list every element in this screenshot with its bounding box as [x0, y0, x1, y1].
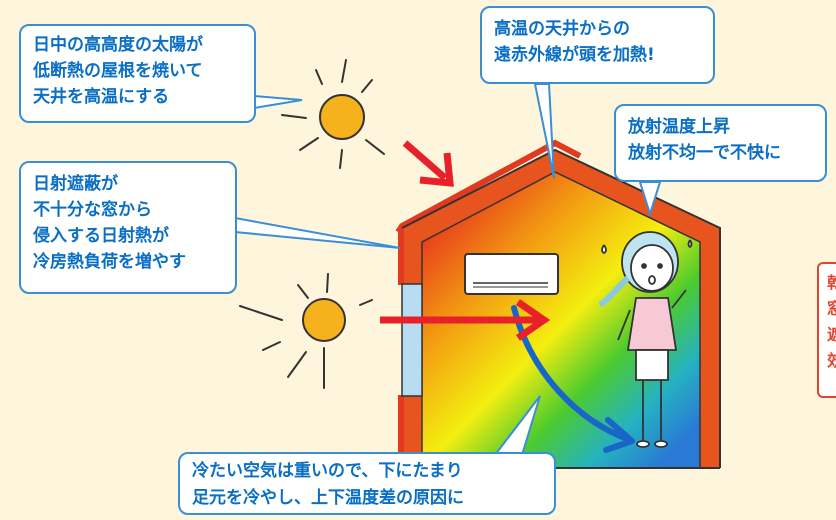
heat-arrow-icon — [380, 299, 551, 341]
callout-line: 冷房熱負荷を増やす — [33, 252, 186, 272]
sun-icon — [239, 273, 373, 389]
callout-line: 冷たい空気は重いので、下にたまり — [192, 461, 463, 481]
callout-line: 放射温度上昇 — [628, 117, 730, 137]
callout-cold-air: 冷たい空気は重いので、下にたまり 足元を冷やし、上下温度差の原因に — [178, 452, 556, 515]
callout-line: 日射遮蔽が — [33, 174, 118, 194]
callout-line: 放射不均一で不快に — [628, 143, 781, 163]
wall-trim-bottom — [398, 395, 404, 455]
callout-line: 不十分な窓から — [33, 200, 152, 220]
callout-line: 日中の高高度の太陽が — [33, 35, 203, 55]
wall-trim-top — [398, 230, 404, 285]
roof-line — [395, 139, 582, 234]
callout-ceiling: 高温の天井からの 遠赤外線が頭を加熱! — [480, 6, 715, 84]
roof-outline — [401, 148, 721, 468]
callout-line: 足元を冷やし、上下温度差の原因に — [192, 488, 464, 508]
side-note-char: 効 — [827, 351, 836, 370]
window — [401, 283, 423, 397]
callout-line: 低断熱の屋根を焼いて — [33, 61, 203, 81]
person-icon — [598, 231, 693, 448]
side-note-char: 窓 — [827, 299, 836, 318]
air-conditioner-icon — [464, 253, 559, 295]
cold-air-arrow-icon — [511, 305, 635, 453]
side-note: 乾 窓 遮 効 — [817, 262, 836, 398]
callout-radiation: 放射温度上昇 放射不均一で不快に — [614, 104, 827, 182]
callout-line: 高温の天井からの — [494, 19, 630, 39]
callout-line: 天井を高温にする — [33, 87, 170, 107]
callout-window: 日射遮蔽が 不十分な窓から 侵入する日射熱が 冷房熱負荷を増やす — [19, 161, 237, 294]
callout-line: 遠赤外線が頭を加熱! — [494, 45, 655, 65]
heat-arrow-icon — [402, 140, 454, 187]
callout-sun-roof: 日中の高高度の太陽が 低断熱の屋根を焼いて 天井を高温にする — [19, 24, 256, 123]
sun-icon — [281, 59, 385, 169]
side-note-char: 乾 — [827, 273, 836, 292]
callout-line: 侵入する日射熱が — [33, 226, 169, 246]
house — [395, 139, 721, 469]
side-note-char: 遮 — [827, 325, 836, 344]
